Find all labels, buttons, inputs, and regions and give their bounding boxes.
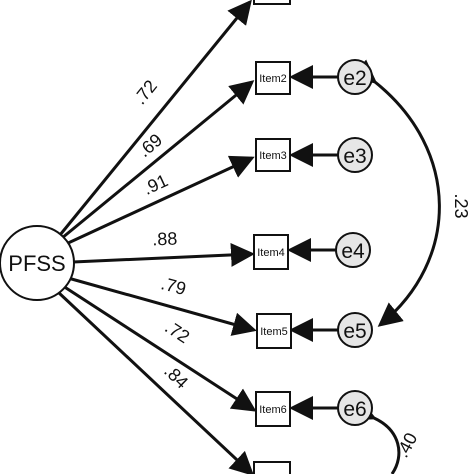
item-label-3: Item3: [259, 150, 287, 162]
item-label-6: Item6: [259, 404, 287, 416]
item-box-3: [255, 138, 291, 172]
loading-coef-6: .72: [161, 317, 193, 347]
item-node-5: Item5: [256, 313, 292, 349]
error-circle-e2: [337, 59, 373, 95]
loading-coef-3: .91: [140, 170, 171, 199]
item-box-7: [253, 461, 291, 474]
covariance-coef-e2-e5: .23: [451, 193, 471, 218]
item-node-6: Item6: [255, 391, 291, 427]
error-node-e2: e2: [337, 59, 373, 95]
loading-path-item3: [65, 155, 255, 246]
error-circle-e5: [337, 312, 373, 348]
item-box-5: [256, 313, 292, 349]
item-box-4: [253, 234, 289, 270]
error-label-e5: e5: [343, 320, 366, 343]
error-node-e4: e4: [335, 232, 371, 268]
item-label-4: Item4: [257, 247, 285, 259]
error-label-e3: e3: [343, 145, 366, 168]
error-circle-e3: [337, 137, 373, 173]
loading-path-item1: [58, 0, 252, 236]
loading-paths: [56, 0, 257, 474]
error-label-e2: e2: [343, 67, 366, 90]
latent-node-pfss: PFSS: [0, 225, 75, 301]
loading-coef-4: .88: [152, 229, 178, 250]
loading-coef-1: .72: [130, 76, 161, 108]
item-box-2: [255, 61, 291, 95]
item-box-6: [255, 391, 291, 427]
error-label-e6: e6: [343, 398, 366, 421]
item-box-1: [253, 0, 291, 5]
loading-path-item7: [56, 290, 255, 474]
latent-circle: [0, 225, 75, 301]
loading-path-item2: [61, 80, 255, 240]
error-circle-e6: [337, 390, 373, 426]
item-node-4: Item4: [253, 234, 289, 270]
covariance-arc-e2-e5: [351, 59, 441, 327]
loading-path-item6: [62, 284, 257, 412]
error-circle-e4: [335, 232, 371, 268]
error-node-e5: e5: [337, 312, 373, 348]
error-node-e3: e3: [337, 137, 373, 173]
item-label-5: Item5: [260, 326, 288, 338]
loading-coef-5: .79: [159, 273, 188, 299]
item-node-2: Item2: [255, 61, 291, 95]
error-paths: [287, 65, 338, 420]
loading-path-item4: [72, 242, 255, 267]
covariance-coef-e6-e7: .40: [392, 429, 421, 460]
item-label-2: Item2: [259, 73, 287, 85]
latent-label: PFSS: [8, 251, 65, 276]
error-label-e4: e4: [341, 240, 365, 263]
covariance-arc-e6-e7: [349, 398, 401, 474]
error-node-e6: e6: [337, 390, 373, 426]
item-node-3: Item3: [255, 138, 291, 172]
loading-path-item5: [67, 276, 257, 336]
